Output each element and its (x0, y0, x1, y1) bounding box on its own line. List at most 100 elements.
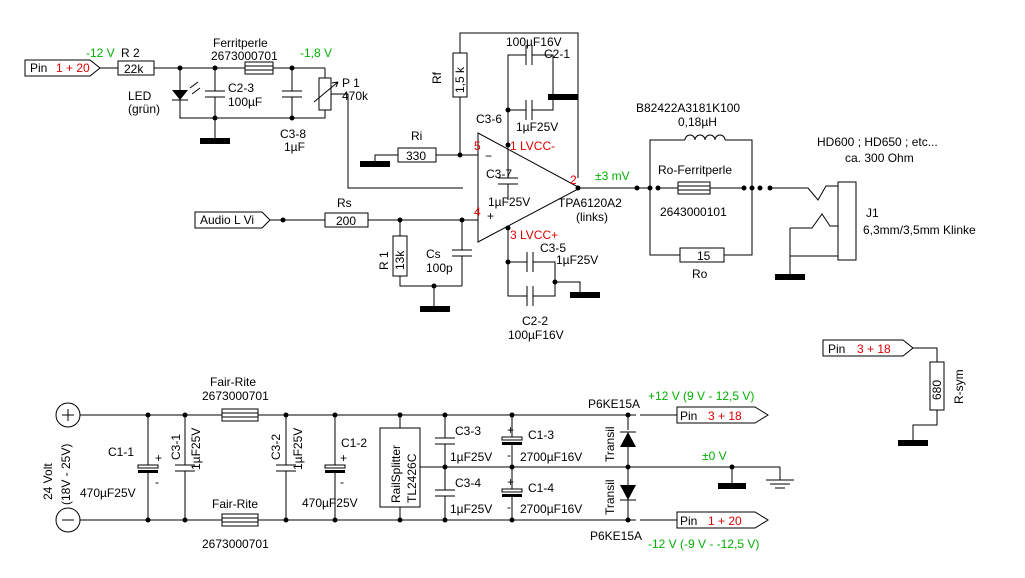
led-label: LED (128, 89, 152, 103)
svg-text:J1: J1 (866, 206, 879, 220)
svg-text:Transil: Transil (603, 426, 617, 462)
capacitor-c3-8: C3-8 1µF (280, 68, 306, 154)
ground-symbol (420, 306, 450, 312)
svg-text:2: 2 (570, 173, 577, 187)
svg-text:B82422A3181K100: B82422A3181K100 (636, 101, 740, 115)
svg-text:-: - (340, 475, 344, 489)
svg-text:C3-7: C3-7 (486, 167, 512, 181)
svg-text:1µF25V: 1µF25V (556, 253, 598, 267)
capacitor-c2-1: 100µF16V C2-1 (506, 35, 578, 145)
svg-text:1µF25V: 1µF25V (291, 428, 305, 470)
svg-text:6,3mm/3,5mm Klinke: 6,3mm/3,5mm Klinke (863, 223, 976, 237)
svg-text:100µF: 100µF (228, 95, 262, 109)
svg-text:680: 680 (930, 380, 944, 400)
capacitor-cs: Cs 100p (426, 220, 472, 286)
svg-text:2643000101: 2643000101 (660, 205, 727, 219)
svg-text:Rf: Rf (430, 71, 444, 84)
voltage-minus18: -1,8 V (300, 46, 332, 60)
resistor-r1: R 1 13k (377, 220, 462, 287)
svg-text:3 LVCC+: 3 LVCC+ (510, 228, 558, 242)
svg-text:Audio L Vi: Audio L Vi (200, 213, 254, 227)
voltage-plus12: +12 V (9 V - 12,5 V) (648, 389, 754, 403)
svg-text:P6KE15A: P6KE15A (590, 529, 642, 543)
svg-text:Pin: Pin (828, 342, 845, 356)
svg-text:Transil: Transil (603, 479, 617, 515)
capacitor-c3-6: C3-6 1µF25V (476, 94, 558, 134)
svg-text:+: + (155, 451, 162, 465)
headphones-models: HD600 ; HD650 ; etc... (817, 135, 938, 149)
svg-text:Ro-Ferritperle: Ro-Ferritperle (658, 163, 732, 177)
svg-text:1µF: 1µF (284, 140, 305, 154)
ferrite-bead-ro: Ro-Ferritperle 2643000101 (658, 163, 744, 219)
svg-text:Cs: Cs (426, 247, 441, 261)
led-icon (172, 68, 320, 119)
fair-rite-bead-bottom: Fair-Rite 2673000701 (202, 497, 269, 551)
svg-text:100p: 100p (426, 261, 453, 275)
svg-text:C3-1: C3-1 (169, 434, 183, 460)
svg-text:22k: 22k (124, 62, 144, 76)
input-pin-left: Pin 1 + 20 (24, 59, 101, 77)
svg-text:5: 5 (474, 139, 481, 153)
svg-text:-: - (155, 475, 159, 489)
earth-ground-icon (766, 467, 794, 489)
capacitor-c3-3: C3-3 1µF25V (435, 415, 492, 467)
svg-text:-: - (507, 500, 511, 514)
svg-text:C3-8: C3-8 (280, 127, 306, 141)
transil-top: Transil P6KE15A (588, 397, 640, 467)
svg-text:1,5 k: 1,5 k (453, 66, 467, 93)
audio-input-pin: Audio L Vi (194, 211, 271, 229)
fair-rite-bead-top: Fair-Rite 2673000701 (202, 375, 269, 422)
transil-bottom: Transil P6KE15A (590, 467, 642, 543)
svg-text:0,18µH: 0,18µH (678, 115, 717, 129)
capacitor-c3-7: C3-7 1µF25V (486, 145, 530, 209)
svg-text:R-sym: R-sym (952, 369, 966, 404)
svg-text:RailSplitter: RailSplitter (389, 445, 403, 503)
svg-text:470k: 470k (342, 89, 369, 103)
svg-text:C3-5: C3-5 (540, 241, 566, 255)
svg-text:C3-4: C3-4 (455, 476, 481, 490)
svg-text:2673000701: 2673000701 (202, 537, 269, 551)
resistor-rs: Rs 200 (324, 196, 369, 228)
svg-text:Pin: Pin (680, 514, 697, 528)
svg-text:Fair-Rite: Fair-Rite (212, 497, 258, 511)
svg-text:C3-3: C3-3 (455, 424, 481, 438)
svg-text:C2-3: C2-3 (228, 81, 254, 95)
opamp-tpa6120a2: − + 5 4 1 LVCC- 3 LVCC+ 2 TPA6120A2 (lin… (474, 132, 622, 243)
supply-label: 24 Volt (41, 463, 55, 500)
svg-text:C2-2: C2-2 (522, 314, 548, 328)
led-color: (grün) (128, 102, 160, 116)
capacitor-c2-3: C2-3 100µF (200, 68, 262, 144)
svg-text:P 1: P 1 (342, 76, 360, 90)
resistor-r2: R 2 22k (117, 46, 155, 76)
svg-text:1µF25V: 1µF25V (450, 450, 492, 464)
svg-text:470µF25V: 470µF25V (302, 496, 358, 510)
svg-text:1µF25V: 1µF25V (189, 428, 203, 470)
capacitor-c3-2: C3-2 1µF25V (269, 415, 305, 520)
resistor-rf: Rf 1,5 k (430, 32, 579, 178)
capacitor-c3-4: C3-4 1µF25V (435, 467, 492, 520)
capacitor-c1-2: + - C1-2 470µF25V (302, 415, 367, 520)
svg-text:C3-2: C3-2 (269, 434, 283, 460)
resistor-r-sym: 680 R-sym (898, 347, 966, 446)
svg-text:TPA6120A2: TPA6120A2 (558, 196, 622, 210)
voltage-minus12b: -12 V (-9 V - -12,5 V) (648, 537, 759, 551)
svg-text:C1-4: C1-4 (528, 481, 554, 495)
svg-text:200: 200 (336, 214, 356, 228)
ground-symbol-mid (718, 483, 746, 489)
svg-text:P6KE15A: P6KE15A (588, 397, 640, 411)
svg-text:Pin: Pin (680, 409, 697, 423)
svg-text:1 + 20: 1 + 20 (56, 61, 90, 75)
svg-text:C2-1: C2-1 (544, 47, 570, 61)
svg-text:Ferritperle: Ferritperle (213, 36, 268, 50)
svg-text:C1-1: C1-1 (108, 445, 134, 459)
svg-text:13k: 13k (393, 250, 407, 270)
svg-text:Fair-Rite: Fair-Rite (210, 375, 256, 389)
svg-text:+: + (507, 423, 514, 437)
svg-text:2700µF16V: 2700µF16V (520, 450, 582, 464)
svg-text:R 1: R 1 (377, 251, 391, 270)
svg-text:Ro: Ro (692, 267, 708, 281)
railsplitter-tl2426c: RailSplitter TL2426C (379, 415, 445, 520)
svg-text:330: 330 (406, 149, 426, 163)
capacitor-c1-3: + - C1-3 2700µF16V (501, 415, 582, 467)
